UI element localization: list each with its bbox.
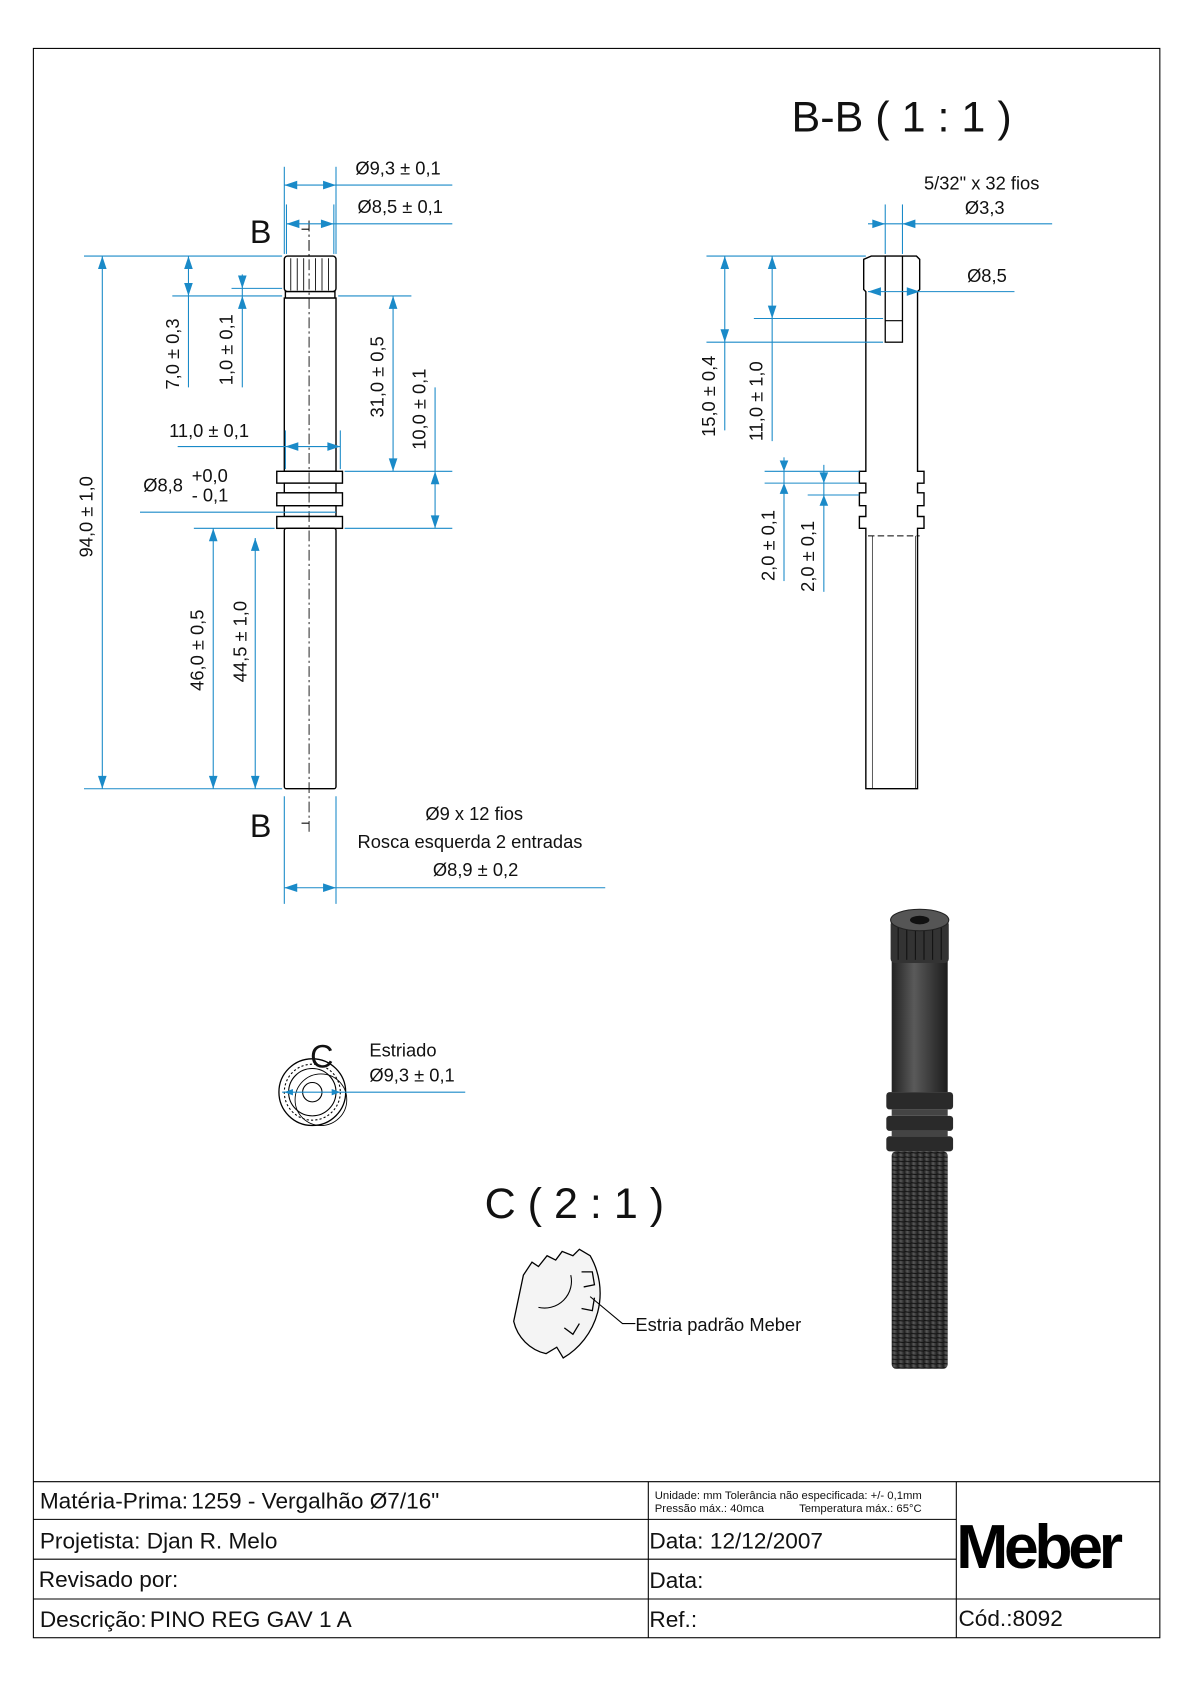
ref-label: Ref.: — [649, 1607, 697, 1632]
dim-knurl-length: 7,0 ± 0,3 — [162, 318, 183, 389]
dim-dia-knurl: Ø9,3 ± 0,1 — [355, 157, 440, 178]
title-block — [33, 1481, 1160, 1638]
materia-label: Matéria-Prima: — [40, 1489, 188, 1514]
svg-text:Cód.:8092: Cód.:8092 — [958, 1606, 1062, 1631]
thread-spec-3: Ø8,9 ± 0,2 — [433, 859, 518, 880]
spline-note: Estria padrão Meber — [635, 1314, 801, 1335]
dim-shank-length: 31,0 ± 0,5 — [366, 336, 387, 417]
isometric-part-view — [886, 908, 954, 1369]
section-title: B-B ( 1 : 1 ) — [792, 93, 1012, 141]
dim-groove-dia: Ø8,8 — [143, 475, 183, 496]
dim-thread-length-2: 44,5 ± 1,0 — [230, 601, 251, 682]
tol-plus: +0,0 — [192, 465, 228, 486]
title-block-text: Matéria-Prima:1259 - Vergalhão Ø7/16" Un… — [39, 1489, 1127, 1632]
dim-dia-head: Ø8,5 ± 0,1 — [358, 196, 443, 217]
dim-groove-width: 2,0 ± 0,1 — [757, 510, 778, 581]
notes-pressure: Pressão máx.: 40mca — [655, 1503, 765, 1515]
descricao-label: Descrição: — [40, 1607, 147, 1632]
dim-outer-dia: Ø8,5 — [967, 265, 1007, 286]
main-view: B B — [76, 157, 606, 904]
revisado-label: Revisado por: — [39, 1567, 178, 1592]
bore-thread-spec: 5/32" x 32 fios — [924, 172, 1039, 193]
dim-groove-pitch: 2,0 ± 0,1 — [797, 521, 818, 592]
data-label: Data: — [649, 1528, 703, 1553]
section-view-bb: B-B ( 1 : 1 ) 5/32" x 32 fios Ø3,3 Ø8, — [698, 93, 1053, 790]
section-mark-top: B — [250, 214, 272, 250]
end-view: C Estriado Ø9,3 ± 0,1 — [278, 1038, 466, 1127]
dim-overall-length: 94,0 ± 1,0 — [76, 476, 97, 557]
dim-groove-zone: 10,0 ± 0,1 — [408, 369, 429, 450]
dim-collar-dia: 11,0 ± 0,1 — [169, 420, 249, 441]
dim-bore-dia: Ø3,3 — [965, 197, 1005, 218]
data-value: 12/12/2007 — [710, 1528, 823, 1553]
svg-text:Matéria-Prima:1259 - Vergalhão: Matéria-Prima:1259 - Vergalhão Ø7/16" — [40, 1489, 439, 1514]
spline-label: Estriado — [369, 1040, 436, 1061]
cod-label: Cód.: — [958, 1606, 1012, 1631]
detail-view-c: C ( 2 : 1 ) Estria padrão Meber — [485, 1180, 801, 1359]
meber-logo: Meber — [956, 1512, 1122, 1582]
notes-temperature: Temperatura máx.: 65°C — [799, 1503, 922, 1515]
projetista-label: Projetista: — [40, 1528, 141, 1553]
thread-spec-2: Rosca esquerda 2 entradas — [358, 831, 583, 852]
descricao-value: PINO REG GAV 1 A — [150, 1607, 353, 1632]
sheet-border — [32, 47, 1161, 1639]
svg-text:Descrição:PINO REG GAV 1 A: Descrição:PINO REG GAV 1 A — [40, 1607, 353, 1632]
tol-minus: - 0,1 — [192, 484, 229, 505]
notes-line-1: Unidade: mm Tolerância não especificada:… — [655, 1490, 922, 1502]
svg-text:Data:12/12/2007: Data: 12/12/2007 — [649, 1528, 823, 1553]
dim-thread-depth: 11,0 ± 1,0 — [745, 361, 766, 441]
data2-label: Data: — [649, 1568, 703, 1593]
detail-mark-c: C — [310, 1038, 333, 1074]
cod-value: 8092 — [1012, 1606, 1062, 1631]
materia-value: 1259 - Vergalhão Ø7/16" — [191, 1489, 439, 1514]
spline-dia: Ø9,3 ± 0,1 — [369, 1064, 454, 1085]
dim-bore-depth: 15,0 ± 0,4 — [698, 356, 719, 437]
projetista-value: Djan R. Melo — [147, 1528, 278, 1553]
svg-text:Projetista:Djan R. Melo: Projetista:Djan R. Melo — [40, 1528, 278, 1553]
section-mark-bottom: B — [250, 808, 272, 844]
dim-thread-length: 46,0 ± 0,5 — [187, 610, 208, 691]
thread-spec-1: Ø9 x 12 fios — [425, 803, 523, 824]
detail-title: C ( 2 : 1 ) — [485, 1180, 664, 1228]
dim-chamfer: 1,0 ± 0,1 — [216, 314, 237, 385]
